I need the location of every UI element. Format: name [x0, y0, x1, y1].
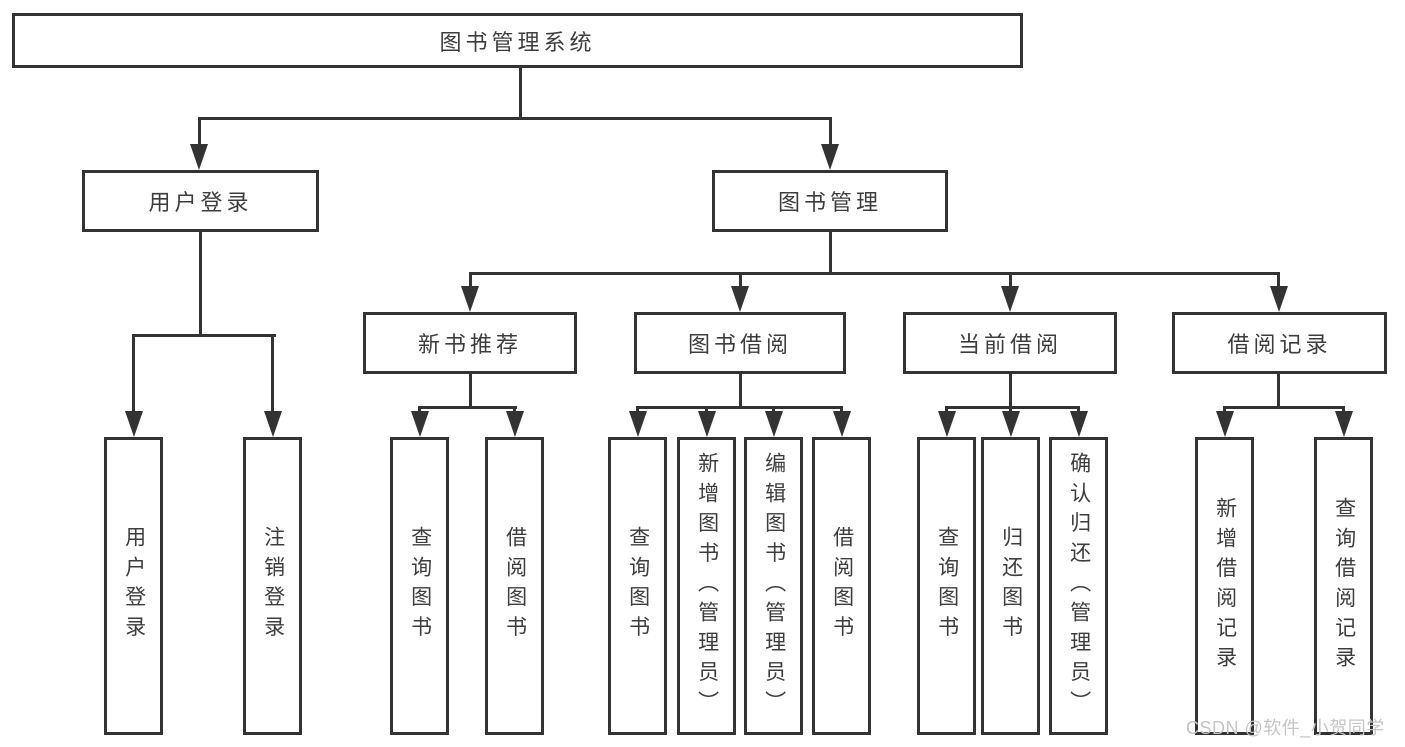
- arrowhead-down-icon: [410, 411, 429, 437]
- arrowhead-down-icon: [832, 411, 851, 437]
- arrowhead-down-icon: [1001, 411, 1020, 437]
- leaf-user-login: 用户登录: [104, 437, 163, 735]
- connector-line: [636, 405, 843, 409]
- connector-line: [738, 273, 742, 289]
- leaf-borrow-query-book-label: 查询图书: [626, 526, 650, 646]
- connector-line: [1008, 273, 1012, 289]
- arrowhead-down-icon: [1334, 411, 1353, 437]
- leaf-borrow-borrow-book-label: 借阅图书: [830, 526, 854, 646]
- arrowhead-down-icon: [1069, 411, 1088, 437]
- leaf-borrow-borrow-book: 借阅图书: [812, 437, 871, 735]
- node-current-borrow-label: 当前借阅: [957, 332, 1062, 357]
- connector-line: [1277, 374, 1280, 408]
- leaf-borrow-edit-book-label: 编辑图书（管理员）: [762, 451, 786, 721]
- leaf-borrow-query-book: 查询图书: [608, 437, 667, 735]
- connector-line: [197, 118, 201, 148]
- connector-line: [1277, 273, 1280, 289]
- arrowhead-down-icon: [628, 411, 647, 437]
- leaf-current-query-book-label: 查询图书: [935, 526, 959, 646]
- node-book-borrow: 图书借阅: [634, 312, 846, 374]
- leaf-records-query-record-label: 查询借阅记录: [1332, 496, 1356, 676]
- connector-line: [418, 405, 517, 409]
- node-borrow-records: 借阅记录: [1172, 312, 1387, 374]
- connector-line: [468, 273, 472, 289]
- arrowhead-down-icon: [821, 144, 839, 170]
- leaf-records-add-record: 新增借阅记录: [1195, 437, 1254, 735]
- arrowhead-down-icon: [1269, 286, 1288, 312]
- node-new-book-recommend-label: 新书推荐: [417, 332, 522, 357]
- connector-line: [468, 271, 1280, 275]
- leaf-logout: 注销登录: [243, 437, 302, 735]
- node-new-book-recommend: 新书推荐: [363, 312, 577, 374]
- leaf-records-add-record-label: 新增借阅记录: [1213, 496, 1237, 676]
- connector-line: [518, 68, 522, 119]
- node-root: 图书管理系统: [12, 13, 1023, 68]
- node-book-management: 图书管理: [712, 170, 948, 232]
- connector-line: [828, 232, 832, 275]
- arrowhead-down-icon: [731, 286, 749, 312]
- node-book-borrow-label: 图书借阅: [687, 332, 792, 357]
- arrowhead-down-icon: [505, 411, 524, 437]
- arrowhead-down-icon: [1001, 286, 1019, 312]
- node-book-management-label: 图书管理: [777, 190, 882, 215]
- node-borrow-records-label: 借阅记录: [1227, 332, 1332, 357]
- arrowhead-down-icon: [461, 286, 479, 312]
- connector-line: [132, 335, 135, 413]
- arrowhead-down-icon: [263, 411, 282, 437]
- node-user-login-label: 用户登录: [148, 190, 253, 215]
- leaf-current-query-book: 查询图书: [917, 437, 976, 735]
- leaf-current-return-book: 归还图书: [981, 437, 1040, 735]
- arrowhead-down-icon: [190, 144, 208, 170]
- csdn-watermark: CSDN @软件_小贺同学: [1186, 718, 1385, 738]
- connector-line: [738, 374, 742, 408]
- arrowhead-down-icon: [764, 411, 783, 437]
- arrowhead-down-icon: [697, 411, 716, 437]
- leaf-newbook-query-book-label: 查询图书: [408, 526, 432, 646]
- arrowhead-down-icon: [937, 411, 956, 437]
- leaf-borrow-add-book: 新增图书（管理员）: [677, 437, 736, 735]
- node-root-label: 图书管理系统: [439, 29, 596, 55]
- connector-line: [197, 116, 832, 120]
- node-user-login: 用户登录: [82, 170, 319, 232]
- leaf-logout-label: 注销登录: [261, 526, 285, 646]
- leaf-newbook-borrow-book-label: 借阅图书: [503, 526, 527, 646]
- connector-line: [1223, 405, 1345, 409]
- leaf-newbook-borrow-book: 借阅图书: [485, 437, 544, 735]
- connector-line: [271, 335, 274, 413]
- leaf-borrow-add-book-label: 新增图书（管理员）: [695, 451, 719, 721]
- leaf-current-confirm-return-label: 确认归还（管理员）: [1067, 451, 1091, 721]
- connector-line: [945, 405, 1080, 409]
- connector-line: [468, 374, 472, 408]
- connector-line: [828, 118, 832, 148]
- arrowhead-down-icon: [124, 411, 143, 437]
- connector-line: [1008, 374, 1012, 408]
- arrowhead-down-icon: [1215, 411, 1234, 437]
- node-current-borrow: 当前借阅: [903, 312, 1117, 374]
- leaf-user-login-label: 用户登录: [122, 526, 146, 646]
- leaf-records-query-record: 查询借阅记录: [1314, 437, 1373, 735]
- leaf-current-confirm-return: 确认归还（管理员）: [1049, 437, 1108, 735]
- connector-line: [132, 333, 276, 337]
- leaf-current-return-book-label: 归还图书: [999, 526, 1023, 646]
- leaf-borrow-edit-book: 编辑图书（管理员）: [744, 437, 803, 735]
- leaf-newbook-query-book: 查询图书: [390, 437, 449, 735]
- connector-line: [198, 232, 202, 336]
